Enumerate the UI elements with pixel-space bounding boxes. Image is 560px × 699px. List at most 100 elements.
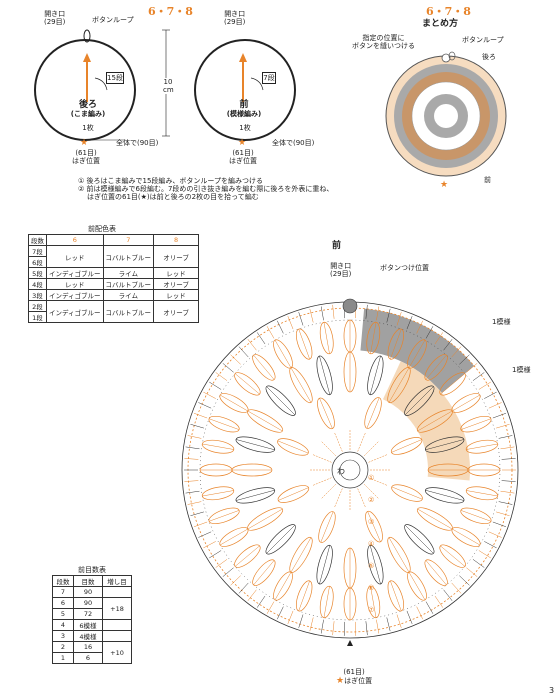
stitch-mark [203,391,216,399]
seam-marker-icon [347,640,353,646]
petal-row-6b-rib [234,545,260,567]
petal-row-5-rib [425,489,465,501]
assembly-button-note: 指定の位置に ボタンを縫いつける [352,34,415,51]
assembly-front: 前 [484,176,491,184]
stitch-mark [443,589,453,601]
stitch-mark [209,381,222,390]
petal-row-6b-rib [460,510,492,522]
stitch-mark [215,372,228,381]
color-table-title: 前配色表 [88,225,116,233]
center-stitch [357,432,366,452]
stitch-mark [501,458,516,460]
stitch-mark [198,402,212,409]
stitch-mark [277,606,284,620]
stitch-mark [266,326,275,339]
stitch-mark [416,606,423,620]
center-stitch [363,441,379,457]
petal-row-6 [387,580,405,612]
petal-row-3-rib [320,511,334,543]
petal-row-5-rib [404,524,434,554]
petal-row-3-rib [278,487,309,501]
stitch-mark [488,531,502,538]
chart-button-icon [342,298,358,314]
petal-row-6 [295,580,313,612]
stitch-mark [332,304,335,319]
row-number: ② [368,496,374,504]
stitch-mark [466,567,478,577]
stitch-mark [500,446,515,450]
petal-row-4-rib [290,367,312,403]
stitch-mark [406,315,413,330]
petal-row-5-rib [369,355,381,395]
row-number: ④ [368,540,374,548]
stitch-mark [365,304,368,319]
petal-row-6-rib [298,328,310,360]
row-number: ⑥ [368,584,374,592]
stitch-mark [484,391,497,399]
petal-row-4-rib [247,508,283,530]
stitch-mark [434,332,444,345]
row-number: ③ [368,518,374,526]
stitch-mark [209,550,222,559]
back-subtitle: (こま編み) [70,110,106,118]
stitch-mark [256,595,266,608]
petal-row-6-rib [219,528,248,546]
petal-row-3-rib [367,511,381,542]
petal-row-6b-rib [274,572,292,601]
stitch-mark [492,412,507,419]
back-title: 後ろ [78,100,97,110]
stitch-mark [238,582,249,594]
stitch-mark [396,614,402,628]
stitch-mark [451,582,462,594]
petal-row-6-rib [390,580,402,612]
front-rows: 7段 [262,72,276,85]
stitch-mark [238,346,249,358]
stitch-mark [472,559,485,568]
petal-row-6b-rib [370,586,377,618]
stitch-mark [287,315,294,330]
petal-row-4-rib [290,537,312,573]
stitch-mark [416,320,423,334]
petal-row-3-rib [391,439,422,453]
page-number: 3 [549,686,555,695]
petal-row-6-rib [253,354,275,380]
petal-row-6b [208,415,240,433]
petal-row-6b [208,507,240,525]
stitch-mark [222,567,234,577]
stitch-mark [459,575,470,586]
stitch-mark [492,521,507,528]
center-stitch [334,488,343,508]
stitch-mark [459,354,470,365]
assembly-diagram [385,51,507,177]
stitch-mark [320,306,324,321]
petal-row-6b-rib [440,373,466,395]
petal-row-3-rib [277,440,309,454]
stitch-mark [193,412,208,419]
stitch-mark [193,521,208,528]
chart-seam-star-icon: ★ [336,676,345,687]
stitch-mark [298,614,304,628]
petal-row-6b-rib [408,572,426,601]
petal-row-5-rib [319,545,331,585]
petal-row-6b-rib [323,586,330,618]
petal-row-6-rib [298,580,310,612]
petal-row-5-rib [235,489,275,501]
stitch-mark [496,424,510,429]
stitch-mark [215,559,228,568]
front-title: 前 [239,100,249,110]
center-stitch [321,441,337,457]
stitch-mark [277,320,284,334]
petal-row-3-rib [319,398,333,429]
back-diagram [34,29,136,141]
petal-row-6-rib [390,328,402,360]
row-number: ⑤ [368,562,374,570]
stitch-mark [287,610,294,625]
assembly-button-loop: ボタンループ [462,36,504,44]
stitch-mark [478,550,491,559]
petal-row-6b-rib [208,510,240,522]
stitch-mark [184,458,199,460]
petal-row-6b-rib [208,418,240,430]
stitch-mark [187,501,202,505]
